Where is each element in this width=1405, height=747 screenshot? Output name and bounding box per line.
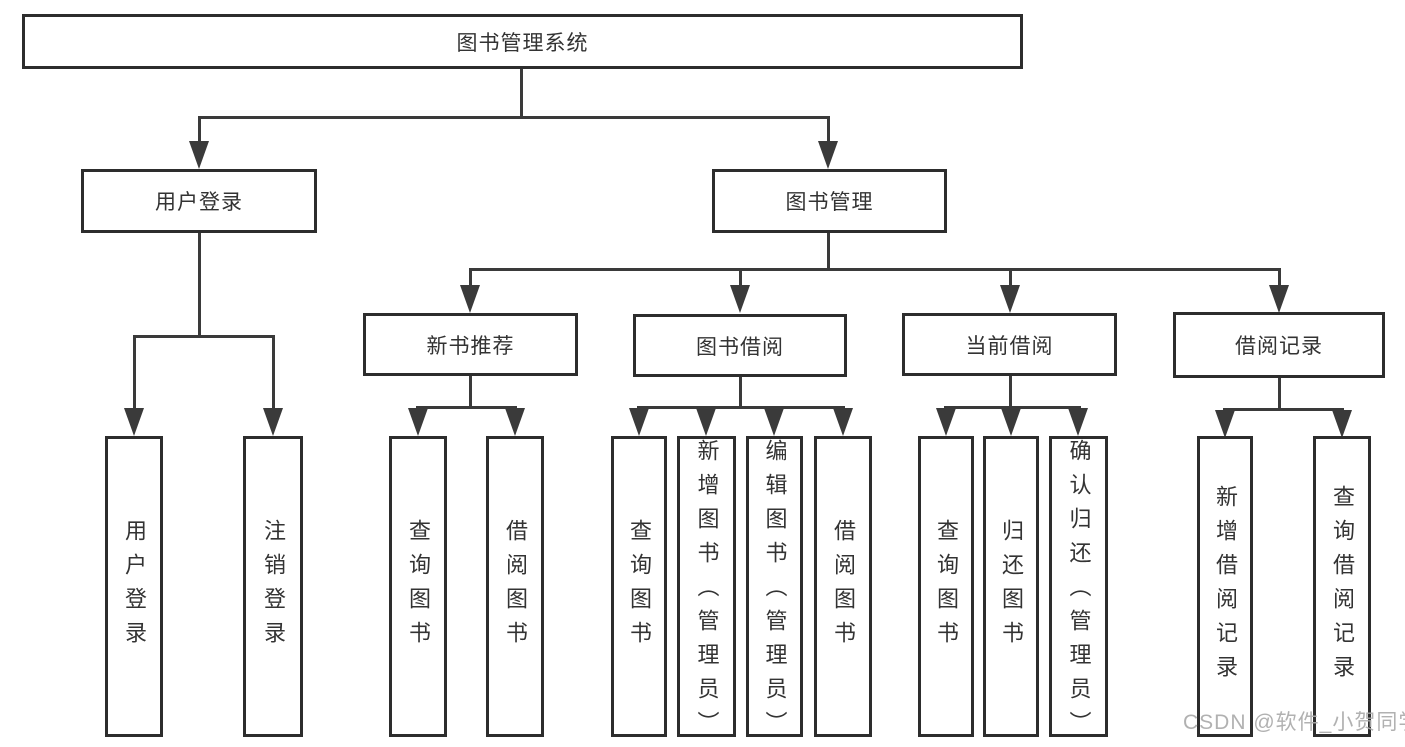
arrow-down-icon xyxy=(764,408,784,436)
connector-current-stem xyxy=(1009,376,1012,409)
connector-record-stem xyxy=(1278,378,1281,411)
connector-root-stem xyxy=(520,69,523,118)
leaf-user-login: 用户登录 xyxy=(105,436,163,737)
connector-leaf-drop xyxy=(272,335,275,409)
connector-borrow-bus xyxy=(637,406,845,409)
arrow-down-icon xyxy=(1332,410,1352,438)
connector-recommend-stem xyxy=(469,376,472,409)
node-user-login: 用户登录 xyxy=(81,169,317,233)
node-book-management: 图书管理 xyxy=(712,169,947,233)
arrow-down-icon xyxy=(936,408,956,436)
node-library-management-system: 图书管理系统 xyxy=(22,14,1023,69)
connector-borrow-stem xyxy=(739,377,742,409)
leaf-recommend-borrow-books: 借阅图书 xyxy=(486,436,544,737)
connector-user-login-drop xyxy=(198,116,201,143)
arrow-down-icon xyxy=(730,285,750,313)
csdn-watermark: CSDN @软件_小贺同学 xyxy=(1183,711,1405,734)
arrow-down-icon xyxy=(1068,408,1088,436)
connector-book-management-stem xyxy=(827,233,830,271)
connector-record-bus xyxy=(1223,408,1344,411)
leaf-borrow-borrow-books: 借阅图书 xyxy=(814,436,872,737)
leaf-record-query-borrow-record: 查询借阅记录 xyxy=(1313,436,1371,737)
node-current-borrow: 当前借阅 xyxy=(902,313,1117,376)
connector-user-login-stem xyxy=(198,233,201,338)
connector-level3-drop xyxy=(1278,268,1281,287)
arrow-down-icon xyxy=(696,408,716,436)
arrow-down-icon xyxy=(460,285,480,313)
arrow-down-icon xyxy=(833,408,853,436)
leaf-current-confirm-return-admin: 确认归还（管理员） xyxy=(1049,436,1108,745)
node-book-borrow: 图书借阅 xyxy=(633,314,847,377)
leaf-record-add-borrow-record: 新增借阅记录 xyxy=(1197,436,1253,737)
connector-user-login-bus xyxy=(133,335,275,338)
arrow-down-icon xyxy=(629,408,649,436)
arrow-down-icon xyxy=(505,408,525,436)
node-borrow-record: 借阅记录 xyxy=(1173,312,1385,378)
leaf-logout: 注销登录 xyxy=(243,436,303,737)
arrow-down-icon xyxy=(263,408,283,436)
connector-level2-bus xyxy=(198,116,830,119)
connector-current-bus xyxy=(944,406,1081,409)
arrow-down-icon xyxy=(1215,410,1235,438)
arrow-down-icon xyxy=(124,408,144,436)
connector-leaf-drop xyxy=(133,335,136,409)
leaf-recommend-query-books: 查询图书 xyxy=(389,436,447,737)
leaf-borrow-query-books: 查询图书 xyxy=(611,436,667,737)
node-new-book-recommend: 新书推荐 xyxy=(363,313,578,376)
leaf-borrow-add-books-admin: 新增图书（管理员） xyxy=(677,436,736,745)
arrow-down-icon xyxy=(1000,285,1020,313)
connector-book-management-drop xyxy=(827,116,830,143)
connector-level3-drop xyxy=(739,268,742,287)
arrow-down-icon xyxy=(1269,285,1289,313)
leaf-current-return-books: 归还图书 xyxy=(983,436,1039,737)
connector-recommend-bus xyxy=(416,406,517,409)
arrow-down-icon xyxy=(1001,408,1021,436)
arrow-down-icon xyxy=(408,408,428,436)
leaf-current-query-books: 查询图书 xyxy=(918,436,974,737)
arrow-down-icon xyxy=(818,141,838,169)
arrow-down-icon xyxy=(189,141,209,169)
leaf-borrow-edit-books-admin: 编辑图书（管理员） xyxy=(746,436,803,745)
connector-level3-drop xyxy=(469,268,472,287)
connector-level3-drop xyxy=(1009,268,1012,287)
connector-level3-bus xyxy=(469,268,1281,271)
